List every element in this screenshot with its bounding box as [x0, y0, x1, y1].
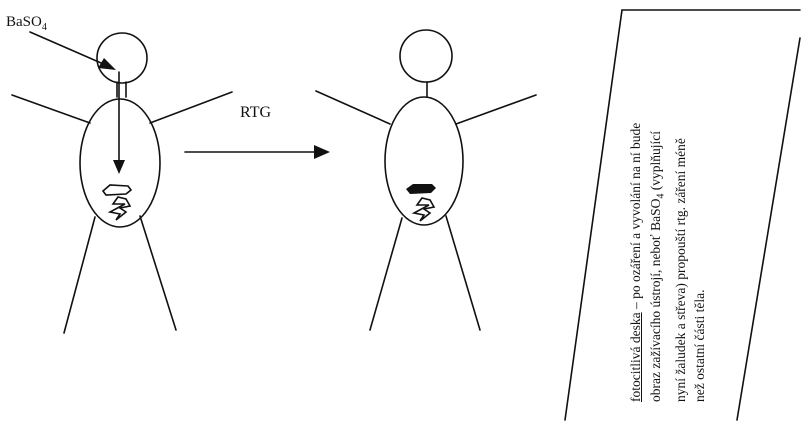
plate-text-line-2: obraz zažívacího ústrojí, neboť BaSO4 (v… [646, 0, 671, 402]
left-arm-right [149, 91, 233, 124]
plate-left-edge [564, 9, 623, 421]
left-intestine-outline [107, 196, 132, 221]
left-stomach-outline [101, 184, 133, 196]
right-stomach-filled [406, 184, 436, 194]
right-figure [315, 29, 537, 331]
plate-line2-subscript: 4 [655, 193, 667, 199]
plate-line2b-text: (vyplňující [647, 131, 663, 194]
right-leg-left [369, 217, 403, 331]
plate-text-line-4: než ostatní části těla. [692, 289, 708, 402]
left-torso [79, 98, 161, 228]
plate-right-edge [736, 37, 801, 421]
left-leg-left [63, 216, 96, 334]
right-leg-right [445, 215, 481, 331]
baso4-label: BaSO4 [6, 14, 47, 33]
rtg-label: RTG [240, 104, 272, 121]
baso4-pointer-arrowhead [98, 58, 116, 70]
plate-line2a-text: obraz zažívacího ústrojí, neboť BaSO [647, 198, 663, 402]
baso4-label-subscript: 4 [41, 22, 47, 33]
right-torso [384, 96, 464, 226]
right-head [399, 29, 453, 83]
plate-line1-text: – po ozáření a vyvolání na ní bude [628, 122, 643, 313]
plate-text-line-1: fotocitlivá deska – po ozáření a vyvolán… [626, 0, 646, 402]
right-intestine-outline [411, 197, 436, 222]
swallow-arrowhead [113, 160, 125, 174]
rtg-arrowhead [314, 145, 330, 159]
baso4-label-base: BaSO [6, 14, 42, 30]
right-arm-left [315, 90, 391, 125]
baso4-pointer-arrow-line [29, 31, 109, 67]
plate-term: fotocitlivá deska [628, 312, 643, 402]
plate-text-line-3: nyní žaludek a střeva) propouští rtg. zá… [672, 138, 688, 402]
left-figure [11, 32, 233, 334]
photo-plate-description: fotocitlivá deska – po ozáření a vyvolán… [626, 0, 710, 402]
right-arm-right [455, 94, 537, 125]
left-arm-left [11, 94, 91, 124]
photo-plate-panel [564, 9, 801, 421]
left-head [96, 32, 148, 84]
left-leg-right [139, 215, 177, 331]
